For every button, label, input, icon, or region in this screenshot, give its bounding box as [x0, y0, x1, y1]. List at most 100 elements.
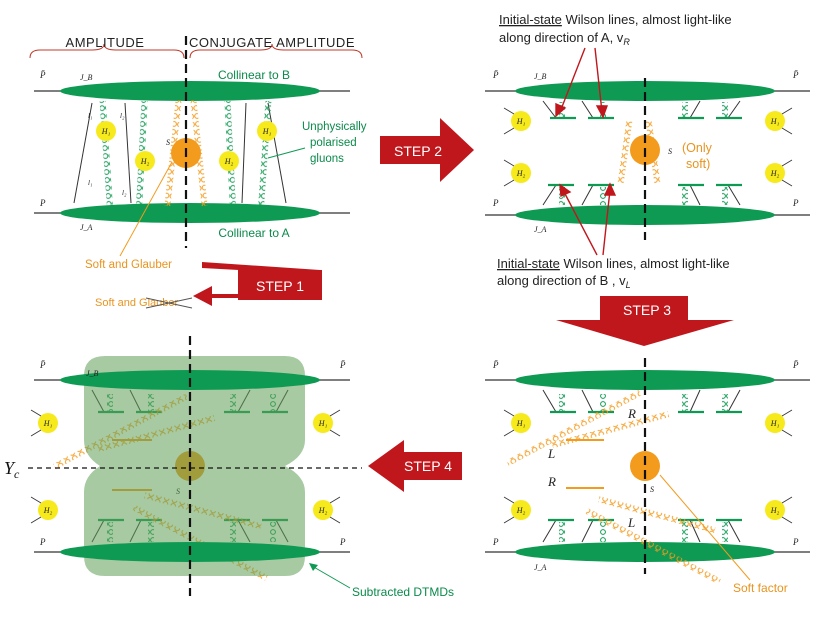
h1-label: H₁: [318, 419, 328, 428]
l2-label: l₂: [120, 112, 125, 120]
panel-3: P̄ P̄ P P J_A S: [485, 358, 810, 595]
step4-label: STEP 4: [404, 458, 452, 474]
p3-l-bottom: L: [627, 515, 635, 530]
subtracted-pointer: [311, 565, 351, 589]
p2-bottom-blob: [515, 205, 775, 225]
p1-collinear-a-blob: [60, 203, 320, 223]
p1-p-label: P: [39, 198, 46, 208]
wilson-bottom-line2: along direction of B , vL: [497, 273, 631, 290]
p1-quark-lines: [73, 102, 287, 204]
p3-soft-blob: [630, 451, 660, 481]
p1-ja-label: J_A: [80, 223, 93, 232]
p1-gluon: [258, 100, 272, 206]
pbar-label: P̄: [39, 360, 46, 370]
amplitude-header: AMPLITUDE: [66, 35, 145, 50]
p3-r-left: R: [547, 474, 556, 489]
p1-h1-right: [257, 121, 277, 141]
step2-label: STEP 2: [394, 143, 442, 159]
soft-glauber-struck-label: Soft and Glauber: [95, 297, 179, 309]
p-label: P: [339, 537, 346, 547]
only-soft-2: soft): [686, 157, 710, 171]
strike-cross-2: [145, 297, 193, 309]
h1-label: H₁: [770, 419, 780, 428]
p1-collinear-b-blob: [60, 81, 320, 101]
soft-factor-pointer: [659, 474, 751, 581]
yc-label: Yc: [4, 458, 20, 481]
step1-arrow: [193, 262, 322, 306]
subtracted-dtmd-region: [84, 356, 305, 576]
subtracted-dtmds-label: Subtracted DTMDs: [352, 585, 454, 599]
jb-label: J_B: [534, 72, 547, 81]
h2-label: H₂: [318, 506, 328, 515]
soft-glauber-label: Soft and Glauber: [85, 259, 172, 271]
only-soft-1: (Only: [682, 141, 713, 155]
h1-label: H₁: [770, 117, 780, 126]
p1-h1-left: [96, 121, 116, 141]
p-label: P: [792, 537, 799, 547]
h1-label: H₁: [101, 127, 111, 136]
h1-label: H₁: [516, 117, 526, 126]
p1-jb-label: J_B: [80, 73, 93, 82]
s-label: S: [668, 147, 672, 156]
h2-label: H₂: [770, 506, 780, 515]
pbar-label: P̄: [792, 360, 799, 370]
l1-label: l₁: [88, 112, 92, 120]
step1-label: STEP 1: [256, 278, 304, 294]
l2-label: l₂: [122, 189, 127, 197]
p-label: P: [39, 537, 46, 547]
l1-label: l₁: [88, 179, 92, 187]
p1-gluon: [99, 100, 113, 206]
p-label: P: [492, 198, 499, 208]
panel-4: S P̄ P̄ P P J_B H₁ H₂ H₁ H₂ Yc Subtracte…: [4, 336, 454, 599]
p-label: P: [492, 537, 499, 547]
pbar-label: P̄: [792, 70, 799, 80]
soft-factor-label: Soft factor: [733, 581, 788, 595]
p3-r-top: R: [627, 406, 636, 421]
step3-arrow: [556, 296, 734, 346]
p1-h2-right: [219, 151, 239, 171]
panel-2: P̄ P̄ P P J_B J_A S H₁ H₂ H₁: [485, 12, 810, 290]
unphysical-pointer: [267, 147, 306, 159]
soft-glauber-pointer: [119, 161, 173, 257]
unphysical-label-1: Unphysically: [302, 121, 367, 133]
unphysical-label-3: gluons: [310, 153, 344, 165]
panel-1: P̄ P J_B J_A S H₁ H₂ H₂ H₁ l₁ l₁ l₂ l₂: [34, 36, 367, 271]
ja-label: J_A: [534, 563, 547, 572]
p1-pbar-label: P̄: [39, 70, 46, 80]
pbar-label: P̄: [492, 70, 499, 80]
pbar-label: P̄: [339, 360, 346, 370]
h1-label: H₁: [516, 419, 526, 428]
wilson-top-pointers: [555, 47, 608, 119]
h2-label: H₂: [516, 506, 526, 515]
step2-arrow: [380, 118, 474, 182]
wilson-top-line1: Initial-state Wilson lines, almost light…: [499, 12, 732, 27]
wilson-bottom-pointers: [559, 182, 617, 256]
conjugate-amplitude-header: CONJUGATE AMPLITUDE: [189, 35, 355, 50]
jb-label: J_B: [86, 369, 99, 378]
step4-arrow: [368, 440, 462, 492]
h2-label: H₂: [516, 169, 526, 178]
p1-s-label: S: [166, 138, 170, 147]
p3-l-left: L: [547, 446, 555, 461]
p3-bottom-blob: [515, 542, 775, 562]
h1-label: H₁: [43, 419, 53, 428]
h2-label: H₂: [770, 169, 780, 178]
pbar-label: P̄: [492, 360, 499, 370]
wilson-top-line2: along direction of A, vR: [499, 30, 630, 47]
unphysical-label-2: polarised: [310, 137, 357, 149]
s-label: S: [650, 485, 654, 494]
collinear-a-label: Collinear to A: [218, 226, 289, 240]
p1-h2-left: [135, 151, 155, 171]
h2-label: H₂: [43, 506, 53, 515]
p2-top-blob: [515, 81, 775, 101]
wilson-bottom-line1: Initial-state Wilson lines, almost light…: [497, 256, 730, 271]
h1-label: H₁: [262, 127, 272, 136]
h2-label: H₂: [224, 157, 234, 166]
collinear-b-label: Collinear to B: [218, 68, 290, 82]
ja-label: J_A: [534, 225, 547, 234]
p-label: P: [792, 198, 799, 208]
header-brackets: [29, 43, 363, 59]
h2-label: H₂: [140, 157, 150, 166]
step3-label: STEP 3: [623, 302, 671, 318]
